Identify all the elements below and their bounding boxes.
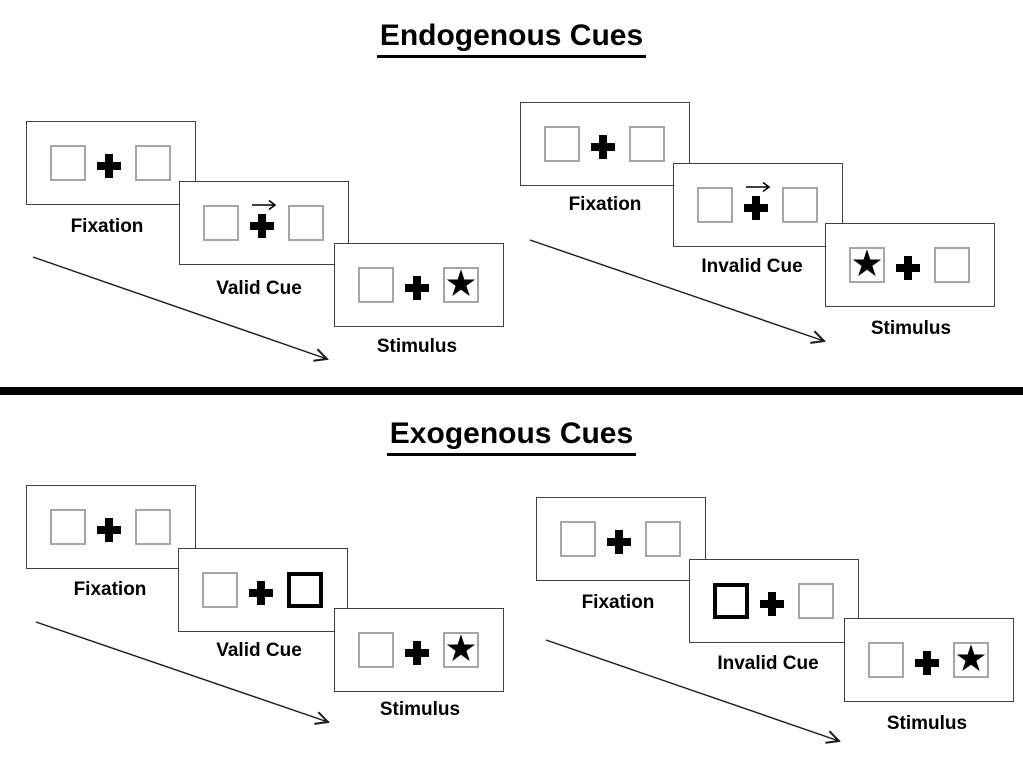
panel-label: Valid Cue (216, 278, 302, 299)
fixation-cross-icon (405, 641, 429, 665)
endogenous-invalid-cue-panel (673, 163, 843, 247)
star-stimulus-icon: ★ (444, 262, 478, 305)
right-box (135, 145, 171, 181)
star-stimulus-icon: ★ (850, 242, 884, 285)
timeline-arrow-exogenous-valid (35, 621, 328, 722)
right-box (934, 247, 970, 283)
right-box (782, 187, 818, 223)
left-box (203, 205, 239, 241)
endogenous-valid-fixation-panel (26, 121, 196, 205)
section-title-exogenous: Exogenous Cues (0, 417, 1023, 456)
endogenous-valid-stimulus-panel: ★ (334, 243, 504, 327)
panel-label: Fixation (568, 194, 642, 215)
left-box (697, 187, 733, 223)
exogenous-valid-stimulus-panel: ★ (334, 608, 504, 692)
fixation-cross-icon (97, 518, 121, 542)
fixation-cross-icon (744, 196, 768, 220)
timeline-arrow-endogenous-valid (32, 256, 327, 359)
exogenous-invalid-cue-panel (689, 559, 859, 643)
cue-arrow-right-icon (251, 197, 277, 211)
left-box (868, 642, 904, 678)
fixation-cross-icon (250, 214, 274, 238)
left-box (358, 632, 394, 668)
exogenous-invalid-stimulus-panel: ★ (844, 618, 1014, 702)
left-box (544, 126, 580, 162)
exogenous-invalid-fixation-panel (536, 497, 706, 581)
left-box (560, 521, 596, 557)
endogenous-valid-cue-panel (179, 181, 349, 265)
panel-label: Invalid Cue (701, 256, 803, 277)
exogenous-cue-box-left (713, 583, 749, 619)
fixation-cross-icon (249, 581, 273, 605)
star-stimulus-icon: ★ (954, 637, 988, 680)
fixation-cross-icon (915, 651, 939, 675)
left-box: ★ (849, 242, 885, 285)
exogenous-valid-cue-panel (178, 548, 348, 632)
right-box: ★ (953, 637, 989, 680)
endogenous-invalid-stimulus-panel: ★ (825, 223, 995, 307)
right-box (135, 509, 171, 545)
fixation-cross-icon (607, 530, 631, 554)
right-box (645, 521, 681, 557)
left-box (202, 572, 238, 608)
timeline-arrow-exogenous-invalid (545, 639, 839, 741)
exogenous-cue-box-right (287, 572, 323, 608)
right-box (629, 126, 665, 162)
panel-label: Fixation (581, 592, 655, 613)
section-title-text: Endogenous Cues (376, 19, 647, 58)
right-box: ★ (443, 627, 479, 670)
panel-label: Invalid Cue (717, 653, 819, 674)
panel-label: Fixation (73, 579, 147, 600)
cue-arrow-right-icon (745, 179, 771, 193)
left-box (50, 145, 86, 181)
fixation-cross-icon (97, 154, 121, 178)
exogenous-valid-fixation-panel (26, 485, 196, 569)
section-title-endogenous: Endogenous Cues (0, 19, 1023, 58)
fixation-cross-icon (405, 276, 429, 300)
left-box (50, 509, 86, 545)
endogenous-invalid-fixation-panel (520, 102, 690, 186)
panel-label: Stimulus (376, 336, 458, 357)
fixation-cross-icon (896, 256, 920, 280)
panel-label: Valid Cue (216, 640, 302, 661)
right-box: ★ (443, 262, 479, 305)
panel-label: Stimulus (886, 713, 968, 734)
fixation-cross-icon (591, 135, 615, 159)
section-divider (0, 387, 1023, 395)
fixation-cross-icon (760, 592, 784, 616)
left-box (358, 267, 394, 303)
section-title-text: Exogenous Cues (386, 417, 637, 456)
panel-label: Stimulus (870, 318, 952, 339)
timeline-arrow-endogenous-invalid (529, 239, 824, 341)
star-stimulus-icon: ★ (444, 627, 478, 670)
panel-label: Fixation (70, 216, 144, 237)
panel-label: Stimulus (379, 699, 461, 720)
right-box (288, 205, 324, 241)
right-box (798, 583, 834, 619)
